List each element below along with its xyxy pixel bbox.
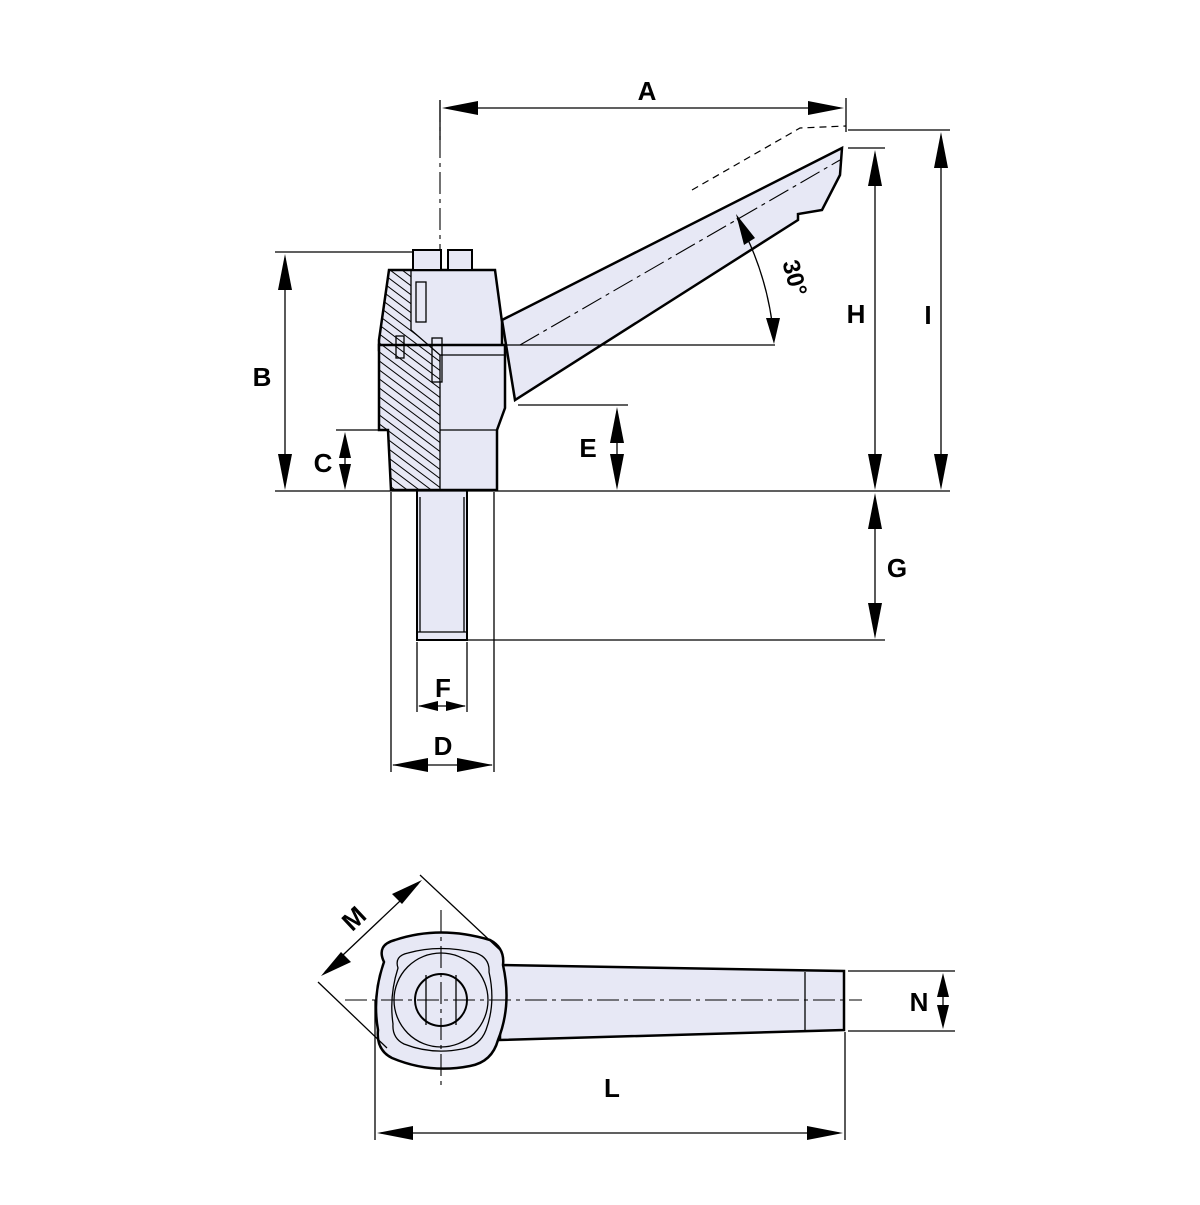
dim-label-c: C (314, 448, 333, 478)
dim-label-f: F (435, 673, 451, 703)
arrowhead (937, 1005, 949, 1029)
hatch-line (379, 371, 440, 433)
dim-label-m: M (336, 900, 372, 937)
main-body (377, 343, 507, 492)
arrowhead (868, 454, 882, 490)
pin-detail (431, 337, 443, 383)
dim-label-g: G (887, 553, 907, 583)
top-boss-right (447, 249, 473, 271)
lever-centerline (519, 159, 841, 346)
extension-line (419, 874, 501, 951)
hatch-line (379, 398, 440, 460)
dim-label-a: A (638, 76, 657, 106)
angle-label: 30° (777, 257, 812, 299)
side-view (377, 100, 847, 641)
top-boss-left (412, 249, 442, 271)
hatch-line (379, 407, 440, 469)
hatch-line (379, 353, 440, 415)
lever-arm-top (498, 963, 846, 1042)
dim-label-d: D (434, 731, 453, 761)
hub-inner-ring (391, 947, 493, 1052)
arrowhead (934, 454, 948, 490)
dimensions: A B C E H I (253, 76, 950, 772)
dim-label-i: I (924, 300, 931, 330)
arrowhead (321, 952, 351, 976)
hatch-line (379, 380, 440, 442)
dim-label-l: L (604, 1073, 620, 1103)
hatch-line (379, 389, 440, 451)
arrowhead (937, 973, 949, 997)
arrowhead (418, 701, 438, 711)
top-view (345, 910, 862, 1085)
lever-arm (500, 145, 844, 403)
arrowhead (339, 432, 351, 458)
dim-label-e: E (579, 433, 596, 463)
arrowhead (807, 1126, 843, 1140)
hatch-line (379, 416, 440, 478)
section-boundary (410, 270, 441, 490)
dim-label-n: N (910, 987, 929, 1017)
lever-alt-position (691, 125, 847, 191)
arrowhead (446, 701, 466, 711)
hatch-line (379, 317, 440, 379)
dim-label-b: B (253, 362, 272, 392)
hatch-line (379, 362, 440, 424)
hatch-line (379, 308, 440, 370)
arrowhead (278, 454, 292, 490)
arrowhead (278, 254, 292, 290)
arrowhead (868, 603, 882, 639)
hatch-line (379, 335, 440, 397)
arrowhead (610, 454, 624, 490)
arrowhead (868, 493, 882, 529)
threaded-stud (416, 489, 468, 641)
spring-detail (415, 281, 427, 323)
arrowhead (392, 880, 422, 904)
slot-detail (395, 335, 405, 359)
arrowhead (377, 1126, 413, 1140)
arrowhead (457, 758, 493, 772)
hatch-line (379, 344, 440, 406)
arrowhead (868, 150, 882, 186)
arrowhead (610, 407, 624, 443)
arrowhead (808, 101, 844, 115)
arrowhead (934, 132, 948, 168)
arrowhead (442, 101, 478, 115)
dim-label-h: H (847, 299, 866, 329)
arrowhead (392, 758, 428, 772)
hatch-line (379, 326, 440, 388)
arrowhead (766, 318, 780, 344)
arrowhead (339, 464, 351, 490)
arrowhead (736, 214, 755, 245)
